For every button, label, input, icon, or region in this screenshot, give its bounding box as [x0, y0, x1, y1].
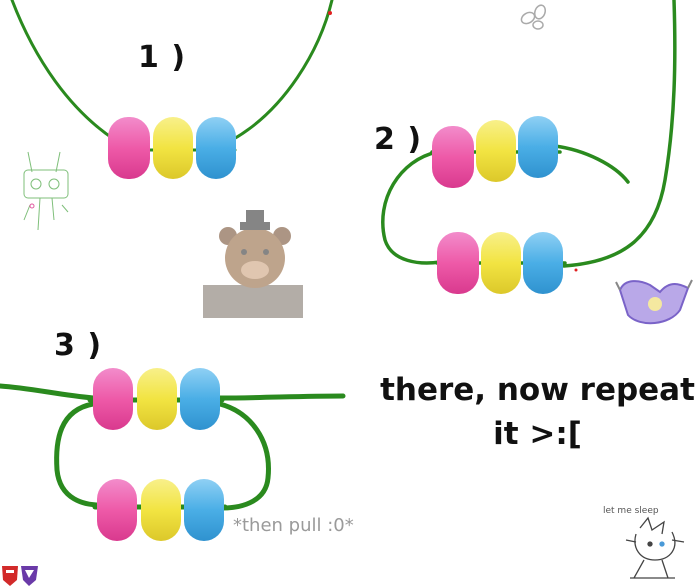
cat-doodle-icon	[625, 516, 685, 579]
bear-sticker-icon	[203, 210, 303, 318]
sleep-note: let me sleep	[603, 506, 659, 516]
step-3-label: 3 )	[54, 328, 103, 363]
ghost-doodle-icon	[615, 279, 693, 325]
yellow-bead	[476, 120, 516, 182]
step2-beads-lower	[437, 232, 563, 294]
step3-beads-lower	[97, 479, 224, 541]
blue-bead	[180, 368, 220, 430]
blue-bead	[196, 117, 236, 179]
step1-beads	[108, 117, 236, 179]
instruction-line-1: there, now repeat	[380, 372, 695, 408]
yellow-bead	[153, 117, 193, 179]
step3-beads-upper	[93, 368, 220, 430]
instruction-line-2: it >:[	[493, 416, 582, 452]
bow-doodle-icon	[520, 4, 547, 30]
autobot-icon	[2, 566, 18, 586]
yellow-bead	[141, 479, 181, 541]
red-dot	[328, 11, 332, 15]
red-dot-2	[574, 268, 578, 272]
step-2-label: 2 )	[374, 122, 423, 157]
pink-bead	[432, 126, 474, 188]
decepticon-icon	[21, 566, 38, 586]
instruction-text: there, now repeat it >:[	[380, 368, 695, 456]
pink-bead	[97, 479, 137, 541]
blue-bead	[523, 232, 563, 294]
blue-bead	[184, 479, 224, 541]
step-1-label: 1 )	[138, 40, 187, 75]
step2-beads-upper	[432, 116, 558, 188]
yellow-bead	[481, 232, 521, 294]
robot-doodle-icon	[23, 151, 69, 231]
pink-bead	[93, 368, 133, 430]
yellow-bead	[137, 368, 177, 430]
blue-bead	[518, 116, 558, 178]
pink-bead	[108, 117, 150, 179]
pink-bead	[437, 232, 479, 294]
pull-note: *then pull :0*	[233, 515, 354, 536]
